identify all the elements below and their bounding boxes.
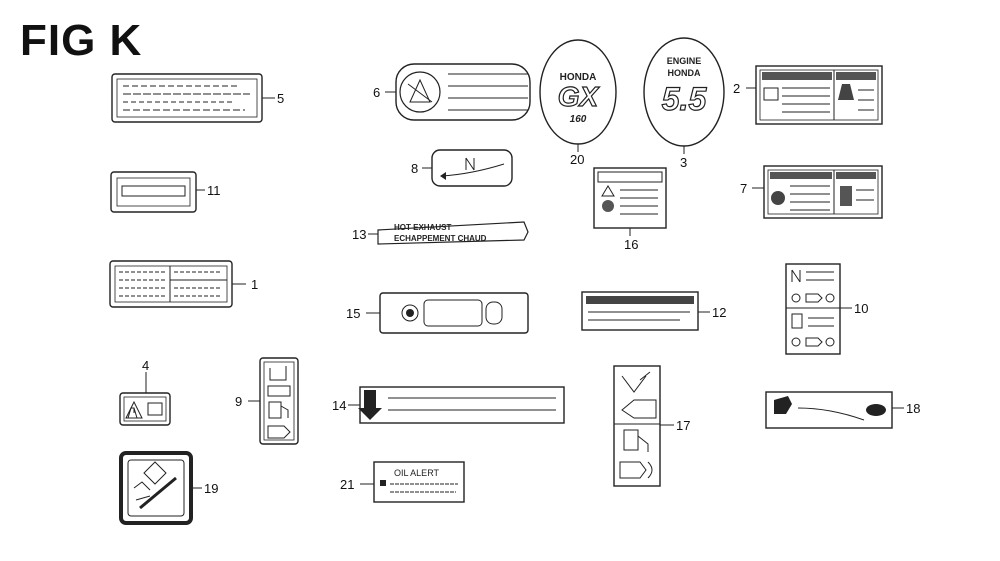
label-part-6 [385, 63, 531, 121]
callout-12: 12 [712, 305, 726, 320]
label-part-20: HONDA GX 160 [539, 39, 617, 152]
callout-21: 21 [340, 477, 354, 492]
label-part-12 [581, 291, 710, 331]
label-part-14 [348, 386, 565, 424]
callout-13: 13 [352, 227, 366, 242]
label-part-11 [110, 171, 205, 213]
callout-7: 7 [740, 181, 747, 196]
figure-title: FIG K [20, 16, 143, 65]
label-part-17 [613, 365, 674, 487]
callout-16: 16 [624, 237, 638, 252]
label-part-9 [248, 357, 299, 445]
label-part-5 [111, 73, 275, 123]
hp-top-text: ENGINE [667, 56, 702, 66]
model-sub-text: 160 [570, 114, 587, 125]
callout-10: 10 [854, 301, 868, 316]
callout-3: 3 [680, 155, 687, 170]
callout-4: 4 [142, 358, 149, 373]
callout-14: 14 [332, 398, 346, 413]
label-part-1 [109, 260, 246, 308]
label-part-16 [593, 167, 667, 236]
honda-brand-text: HONDA [560, 72, 597, 83]
label-part-3: ENGINE HONDA 5.5 [643, 37, 725, 154]
callout-20: 20 [570, 152, 584, 167]
callout-2: 2 [733, 81, 740, 96]
label-part-7 [752, 165, 883, 219]
label-part-18 [765, 391, 904, 429]
echappement-chaud-text: ECHAPPEMENT CHAUD [394, 234, 487, 243]
callout-1: 1 [251, 277, 258, 292]
label-part-8 [422, 149, 513, 187]
label-part-4 [119, 372, 171, 426]
callout-6: 6 [373, 85, 380, 100]
honda-brand-text-2: HONDA [668, 68, 701, 78]
label-part-10 [785, 263, 852, 355]
hot-exhaust-text: HOT EXHAUST [394, 223, 451, 232]
callout-19: 19 [204, 481, 218, 496]
label-part-13: HOT EXHAUST ECHAPPEMENT CHAUD [368, 221, 529, 245]
callout-9: 9 [235, 394, 242, 409]
callout-18: 18 [906, 401, 920, 416]
callout-numbers: 1 2 3 4 5 6 7 8 9 10 11 12 13 14 15 16 1… [142, 81, 920, 496]
label-part-2 [746, 65, 883, 125]
label-part-15 [366, 292, 529, 334]
callout-15: 15 [346, 306, 360, 321]
callout-17: 17 [676, 418, 690, 433]
callout-8: 8 [411, 161, 418, 176]
label-part-19 [119, 451, 202, 525]
label-part-21: OIL ALERT [360, 461, 465, 503]
callout-11: 11 [207, 183, 221, 198]
hp-value-text: 5.5 [662, 81, 708, 117]
oil-alert-text: OIL ALERT [394, 468, 440, 478]
model-text: GX [558, 81, 601, 112]
callout-5: 5 [277, 91, 284, 106]
